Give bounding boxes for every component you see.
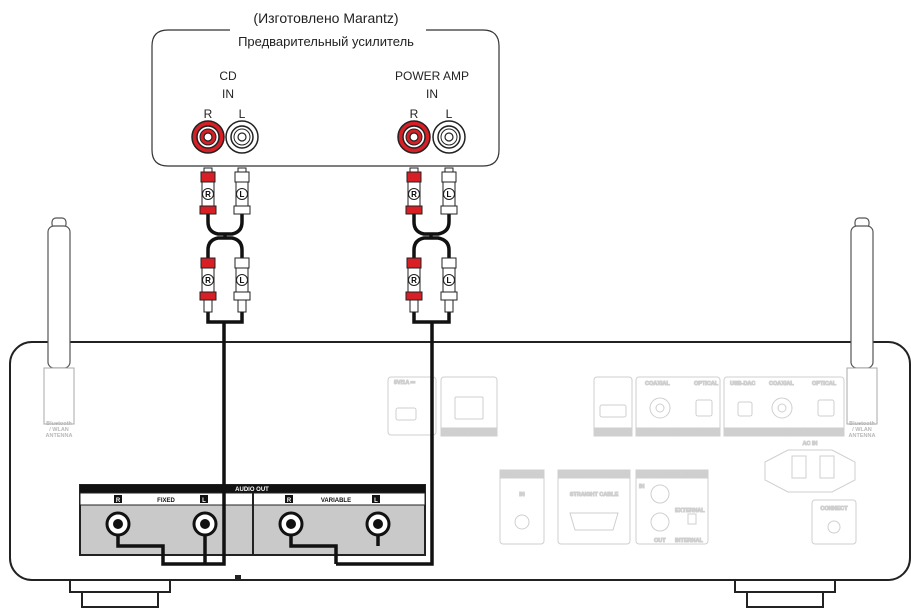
cd-in-l-jack	[225, 120, 259, 154]
preamp-title: Предварительный усилитель	[238, 34, 414, 49]
external-label: EXTERNAL	[675, 508, 705, 514]
cd-upper-plug-l	[233, 167, 251, 215]
right-antenna-label-2: / WLAN	[852, 427, 872, 433]
svg-text:R: R	[411, 276, 417, 285]
left-antenna: Bluetooth / WLAN ANTENNA	[43, 217, 75, 439]
right-antenna-label-3: ANTENNA	[849, 433, 876, 439]
cd-lower-plug-r	[199, 257, 217, 313]
fixed-label: FIXED	[157, 498, 175, 504]
cd-l-label: L	[239, 107, 246, 121]
usb-power-label: 5V/1A ⎓	[394, 380, 416, 386]
digital-in-optical-label: OPTICAL	[812, 381, 837, 387]
variable-l-label: L	[374, 498, 378, 504]
audio-out-panel: AUDIO OUT R FIXED L R VARIABLE L	[79, 484, 426, 556]
cd-cable	[116, 210, 244, 566]
power-upper-plug-l	[440, 167, 458, 215]
svg-text:R: R	[411, 190, 417, 199]
variable-r-label: R	[287, 498, 292, 504]
power-amp-cable	[289, 210, 451, 566]
digital-in-label: DIGITAL AUDIO IN	[760, 430, 808, 436]
svg-text:L: L	[240, 190, 245, 199]
plug-badge: R	[408, 188, 420, 200]
plug-badge: L	[443, 274, 455, 286]
digital-out-label: DIGITAL AUDIO OUT	[651, 430, 705, 436]
straight-cable-label: STRAIGHT CABLE	[570, 492, 619, 498]
connect-label: CONNECT	[820, 506, 848, 512]
usb-dac-label: USB-DAC	[730, 381, 755, 387]
variable-label: VARIABLE	[321, 498, 351, 504]
cd-in-label: IN	[222, 87, 234, 101]
left-antenna-label-3: ANTENNA	[46, 433, 73, 439]
remote-out-label: OUT	[654, 538, 666, 544]
preamplifier-panel: (Изготовлено Marantz) Предварительный ус…	[151, 10, 500, 167]
digital-out-optical-label: OPTICAL	[694, 381, 719, 387]
cd-lower-plug-l	[233, 257, 251, 313]
digital-in-group: USB-DAC COAXIAL OPTICAL DIGITAL AUDIO IN	[723, 376, 845, 437]
power-upper-plug-r	[405, 167, 423, 215]
audio-out-label: AUDIO OUT	[235, 487, 269, 493]
hdmi-port-group: HDMI ARC	[593, 376, 633, 437]
fixed-l-jack	[192, 511, 218, 537]
manufacturer-label: (Изготовлено Marantz)	[253, 10, 398, 26]
variable-l-jack	[365, 511, 391, 537]
digital-out-group: COAXIAL OPTICAL DIGITAL AUDIO OUT	[635, 376, 721, 437]
ac-inlet: AC IN	[764, 441, 856, 493]
svg-text:R: R	[205, 276, 211, 285]
digital-in-coaxial-label: COAXIAL	[769, 381, 794, 387]
plug-badge: R	[202, 188, 214, 200]
cd-label: CD	[219, 69, 237, 83]
power-lower-plug-l	[440, 257, 458, 313]
network-port-group: NETWORK	[440, 376, 498, 437]
power-amp-in-label: IN	[426, 87, 438, 101]
flasher-in-label: IN	[519, 492, 525, 498]
svg-text:L: L	[447, 190, 452, 199]
svg-text:L: L	[240, 276, 245, 285]
hdmi-label: HDMI ARC	[599, 430, 626, 436]
power-amp-in-r-jack	[397, 120, 431, 154]
cd-r-label: R	[204, 107, 213, 121]
power-lower-plug-r	[405, 257, 423, 313]
power-l-label: L	[446, 107, 453, 121]
right-antenna: Bluetooth / WLAN ANTENNA	[846, 217, 878, 439]
plug-badge: R	[202, 274, 214, 286]
left-antenna-label-1: Bluetooth	[46, 421, 72, 427]
variable-r-jack	[278, 511, 304, 537]
fixed-l-label: L	[202, 498, 206, 504]
power-amp-label: POWER AMP	[395, 69, 469, 83]
plug-badge: L	[443, 188, 455, 200]
flasher-label: FLASHER	[509, 472, 535, 478]
power-amp-in-l-jack	[432, 120, 466, 154]
ac-in-label: AC IN	[803, 441, 818, 447]
plug-badge: L	[236, 274, 248, 286]
cd-upper-plug-r	[199, 167, 217, 215]
flasher-group: FLASHER IN	[499, 469, 545, 545]
plug-badge: L	[236, 188, 248, 200]
fixed-r-label: R	[116, 498, 121, 504]
left-antenna-label-2: / WLAN	[49, 427, 69, 433]
cd-in-r-jack	[191, 120, 225, 154]
internal-label: INTERNAL	[675, 538, 703, 544]
usb-port-group: 5V/1A ⎓	[387, 376, 437, 436]
svg-text:L: L	[447, 276, 452, 285]
remote-control-label: REMOTE CONTROL	[646, 472, 699, 478]
rs232c-group: RS-232C STRAIGHT CABLE	[557, 469, 631, 545]
rs232c-label: RS-232C	[583, 472, 606, 478]
digital-out-coaxial-label: COAXIAL	[645, 381, 670, 387]
power-r-label: R	[410, 107, 419, 121]
right-antenna-label-1: Bluetooth	[849, 421, 875, 427]
plug-badge: R	[408, 274, 420, 286]
network-label: NETWORK	[455, 430, 483, 436]
remote-control-group: REMOTE CONTROL IN OUT EXTERNAL INTERNAL	[635, 469, 709, 545]
svg-text:R: R	[205, 190, 211, 199]
remote-in-label: IN	[639, 484, 645, 490]
fixed-r-jack	[105, 511, 131, 537]
connect-group: CONNECT	[811, 499, 857, 545]
